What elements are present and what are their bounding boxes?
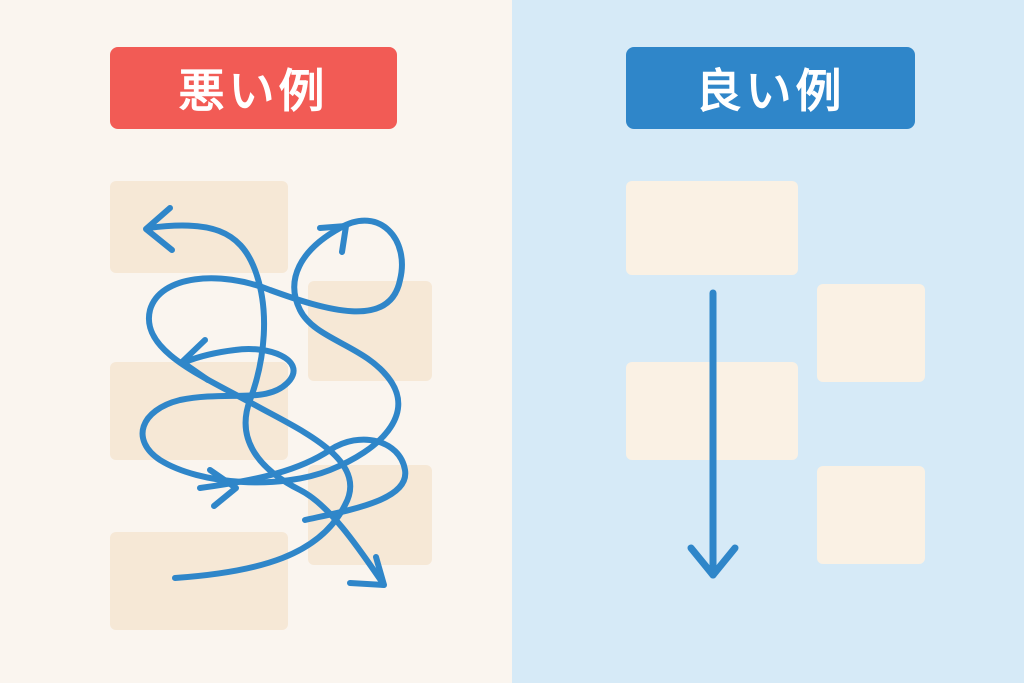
arrowhead-icon (317, 223, 349, 255)
content-block (308, 281, 432, 381)
bad-example-label-text: 悪い例 (178, 64, 329, 118)
tangled-path-line (145, 222, 385, 585)
arrow-down-icon (687, 544, 739, 579)
tangled-path-line (139, 217, 405, 581)
straight-reading-path (687, 289, 739, 579)
content-block (817, 284, 925, 382)
arrowhead-icon (207, 467, 239, 509)
good-example-label: 良い例 (626, 47, 915, 129)
bad-example-label: 悪い例 (110, 47, 397, 129)
good-example-label-text: 良い例 (695, 64, 846, 118)
arrowhead-icon (179, 337, 211, 383)
arrowhead-icon (143, 205, 175, 253)
tangled-reading-path (139, 205, 409, 588)
good-example-panel: 良い例 (512, 0, 1024, 683)
arrowhead-icon (347, 554, 387, 588)
bad-example-panel: 悪い例 (0, 0, 512, 683)
content-block (110, 532, 288, 630)
content-block (817, 466, 925, 564)
content-block (626, 181, 798, 275)
tangled-path-line (197, 436, 409, 523)
